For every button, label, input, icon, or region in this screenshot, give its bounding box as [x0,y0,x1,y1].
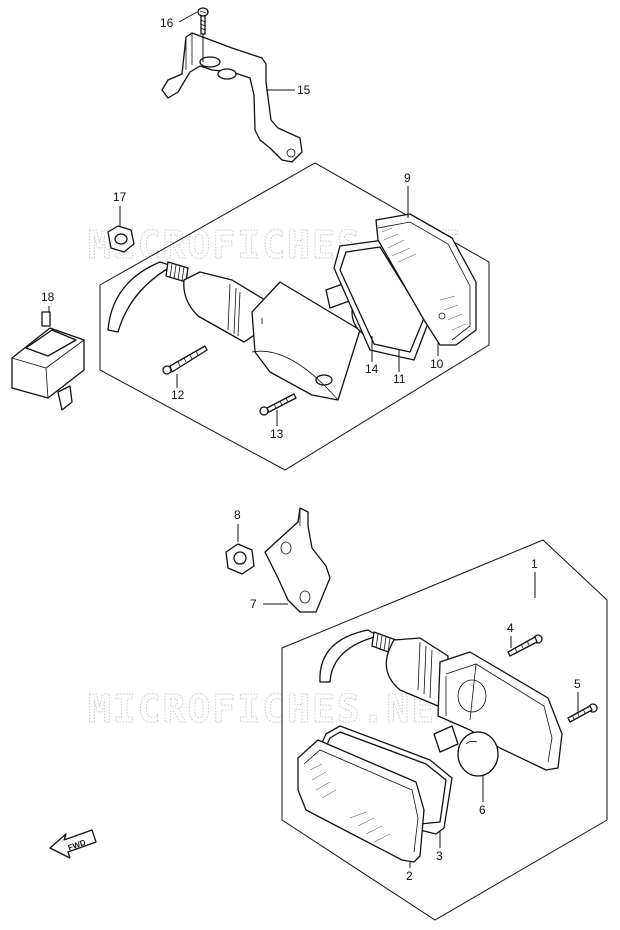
relay-18 [11,311,85,411]
lower-assembly-frame [281,539,608,921]
leader-lines [48,11,579,868]
callout-17: 17 [113,190,127,204]
screw-12 [162,345,208,375]
bracket-15 [161,32,303,163]
callout-7: 7 [250,597,257,611]
callout-12: 12 [171,388,185,402]
callout-1: 1 [531,557,538,571]
nut-17 [107,225,135,253]
screw-5 [567,703,598,723]
callout-5: 5 [574,677,581,691]
callout-4: 4 [507,621,514,635]
callout-6: 6 [479,803,486,817]
callout-13: 13 [270,427,284,441]
forward-arrow-icon: FWD [49,829,97,859]
callout-10: 10 [430,357,444,371]
callout-8: 8 [234,508,241,522]
bracket-7 [264,507,331,613]
nut-8 [225,543,255,575]
lens-9 [375,213,477,346]
callout-3: 3 [436,849,443,863]
turn-signal-housing-upper [107,261,361,401]
upper-assembly-frame [99,162,490,471]
callout-14: 14 [365,362,379,376]
callout-16: 16 [160,16,174,30]
watermark-bottom: MICROFICHES.NET [88,687,461,731]
callout-11: 11 [393,372,406,386]
screw-4 [507,634,543,657]
screw-13 [259,393,297,416]
turn-signal-housing-lower [319,629,563,771]
screw-16 [197,7,209,35]
lens-2 [297,739,425,863]
callout-18: 18 [41,290,55,304]
bulb-6 [433,725,499,777]
callout-15: 15 [297,83,311,97]
callout-2: 2 [406,869,413,883]
callout-9: 9 [404,171,411,185]
